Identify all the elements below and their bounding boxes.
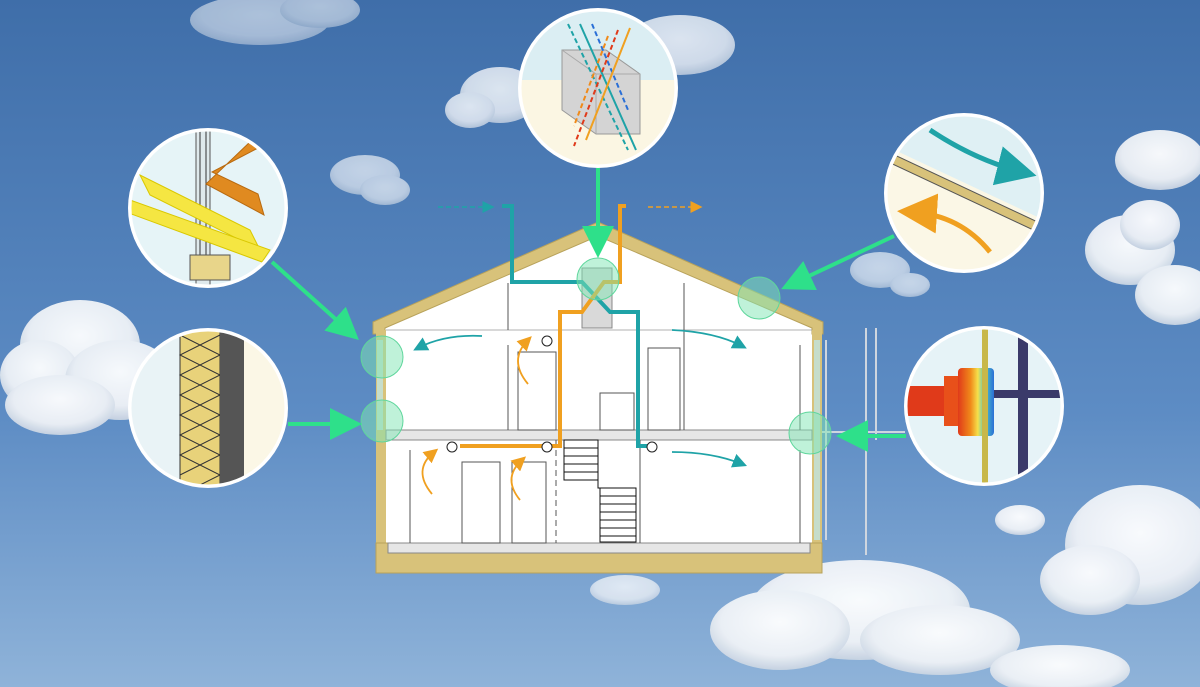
- cloud: [190, 0, 360, 45]
- callout-arrow: [781, 234, 895, 290]
- insulated-wall-detail: [128, 328, 288, 488]
- roof-airflow-icon: [886, 115, 1042, 271]
- callout-arrow: [270, 260, 359, 341]
- floor-slab: [385, 429, 813, 441]
- cloud: [995, 485, 1200, 615]
- ventilated-roof-detail: [884, 113, 1044, 273]
- staircase: [563, 439, 637, 543]
- insulation-layers-icon: [130, 330, 286, 486]
- room-airflow: [413, 329, 748, 501]
- cloud: [590, 575, 660, 605]
- thermal-bridge-free-detail: [904, 326, 1064, 486]
- ground-floor-screed: [387, 542, 811, 554]
- air-valves: [446, 335, 658, 453]
- callout-arrows: [270, 168, 906, 452]
- interior-linework: [409, 283, 801, 544]
- house-interior: [385, 232, 812, 545]
- cloud: [0, 300, 175, 435]
- detail-highlights: [360, 257, 832, 455]
- cloud: [710, 560, 1130, 687]
- cloud: [850, 252, 930, 297]
- airtight-window-detail: [128, 128, 288, 288]
- thermal-bridge-icon: [906, 328, 1062, 484]
- cloud: [1085, 130, 1200, 325]
- window-section-icon: [130, 130, 286, 286]
- cloud: [330, 155, 410, 205]
- left-window: [377, 340, 383, 430]
